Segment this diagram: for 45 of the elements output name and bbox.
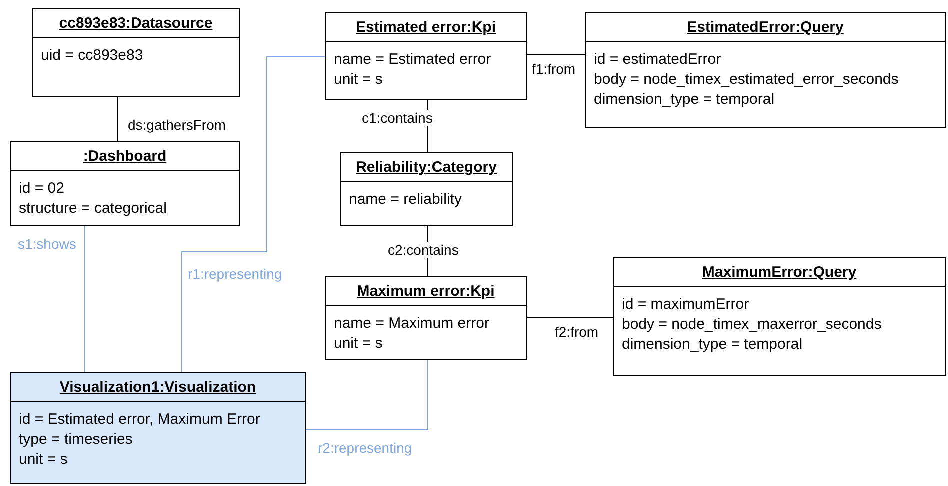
attribute-text: unit = s (334, 334, 384, 354)
connector-line (84, 226, 86, 372)
attribute-text: dimension_type = temporal (594, 90, 776, 110)
connector-line (526, 54, 586, 56)
attribute-text: uid = cc893e83 (41, 46, 144, 66)
connector-line (182, 56, 326, 372)
object-name: EstimatedError:Query (586, 13, 945, 42)
object-box (340, 152, 513, 226)
attribute-text: id = estimatedError (594, 50, 722, 70)
object-name: Reliability:Category (341, 153, 512, 182)
object-box (325, 12, 527, 100)
edge-label: r1:representing (186, 266, 284, 282)
object-box (613, 257, 946, 376)
object-name: cc893e83:Datasource (33, 9, 239, 38)
object-box (325, 276, 527, 360)
attribute-text: name = Maximum error (334, 314, 490, 334)
attribute-text: id = 02 (19, 179, 66, 199)
object-box (10, 141, 240, 226)
attribute-text: type = timeseries (19, 430, 134, 450)
edge-label: ds:gathersFrom (126, 117, 228, 133)
object-name: Maximum error:Kpi (326, 277, 526, 306)
edge-label: c2:contains (386, 242, 461, 258)
object-box (585, 12, 946, 128)
attribute-text: body = node_timex_estimated_error_seconds (594, 70, 900, 90)
attribute-text: unit = s (334, 70, 384, 90)
object-name: Visualization1:Visualization (11, 373, 305, 402)
attribute-text: body = node_timex_maxerror_seconds (622, 315, 883, 335)
connector-line (306, 360, 428, 430)
object-name: :Dashboard (11, 142, 239, 171)
attribute-text: name = reliability (349, 190, 463, 210)
edge-label: f1:from (530, 61, 578, 77)
attribute-text: id = Estimated error, Maximum Error (19, 410, 262, 430)
attribute-text: structure = categorical (19, 199, 168, 219)
attribute-text: unit = s (19, 450, 69, 470)
edge-label: f2:from (553, 324, 601, 340)
attribute-text: id = maximumError (622, 295, 750, 315)
edge-label: c1:contains (360, 110, 435, 126)
object-name: Estimated error:Kpi (326, 13, 526, 42)
edge-label: r2:representing (316, 440, 414, 456)
attribute-text: name = Estimated error (334, 50, 492, 70)
object-name: MaximumError:Query (614, 258, 945, 287)
attribute-text: dimension_type = temporal (622, 335, 804, 355)
object-box (32, 8, 240, 97)
object-box (10, 372, 306, 484)
edge-label: s1:shows (16, 236, 78, 252)
